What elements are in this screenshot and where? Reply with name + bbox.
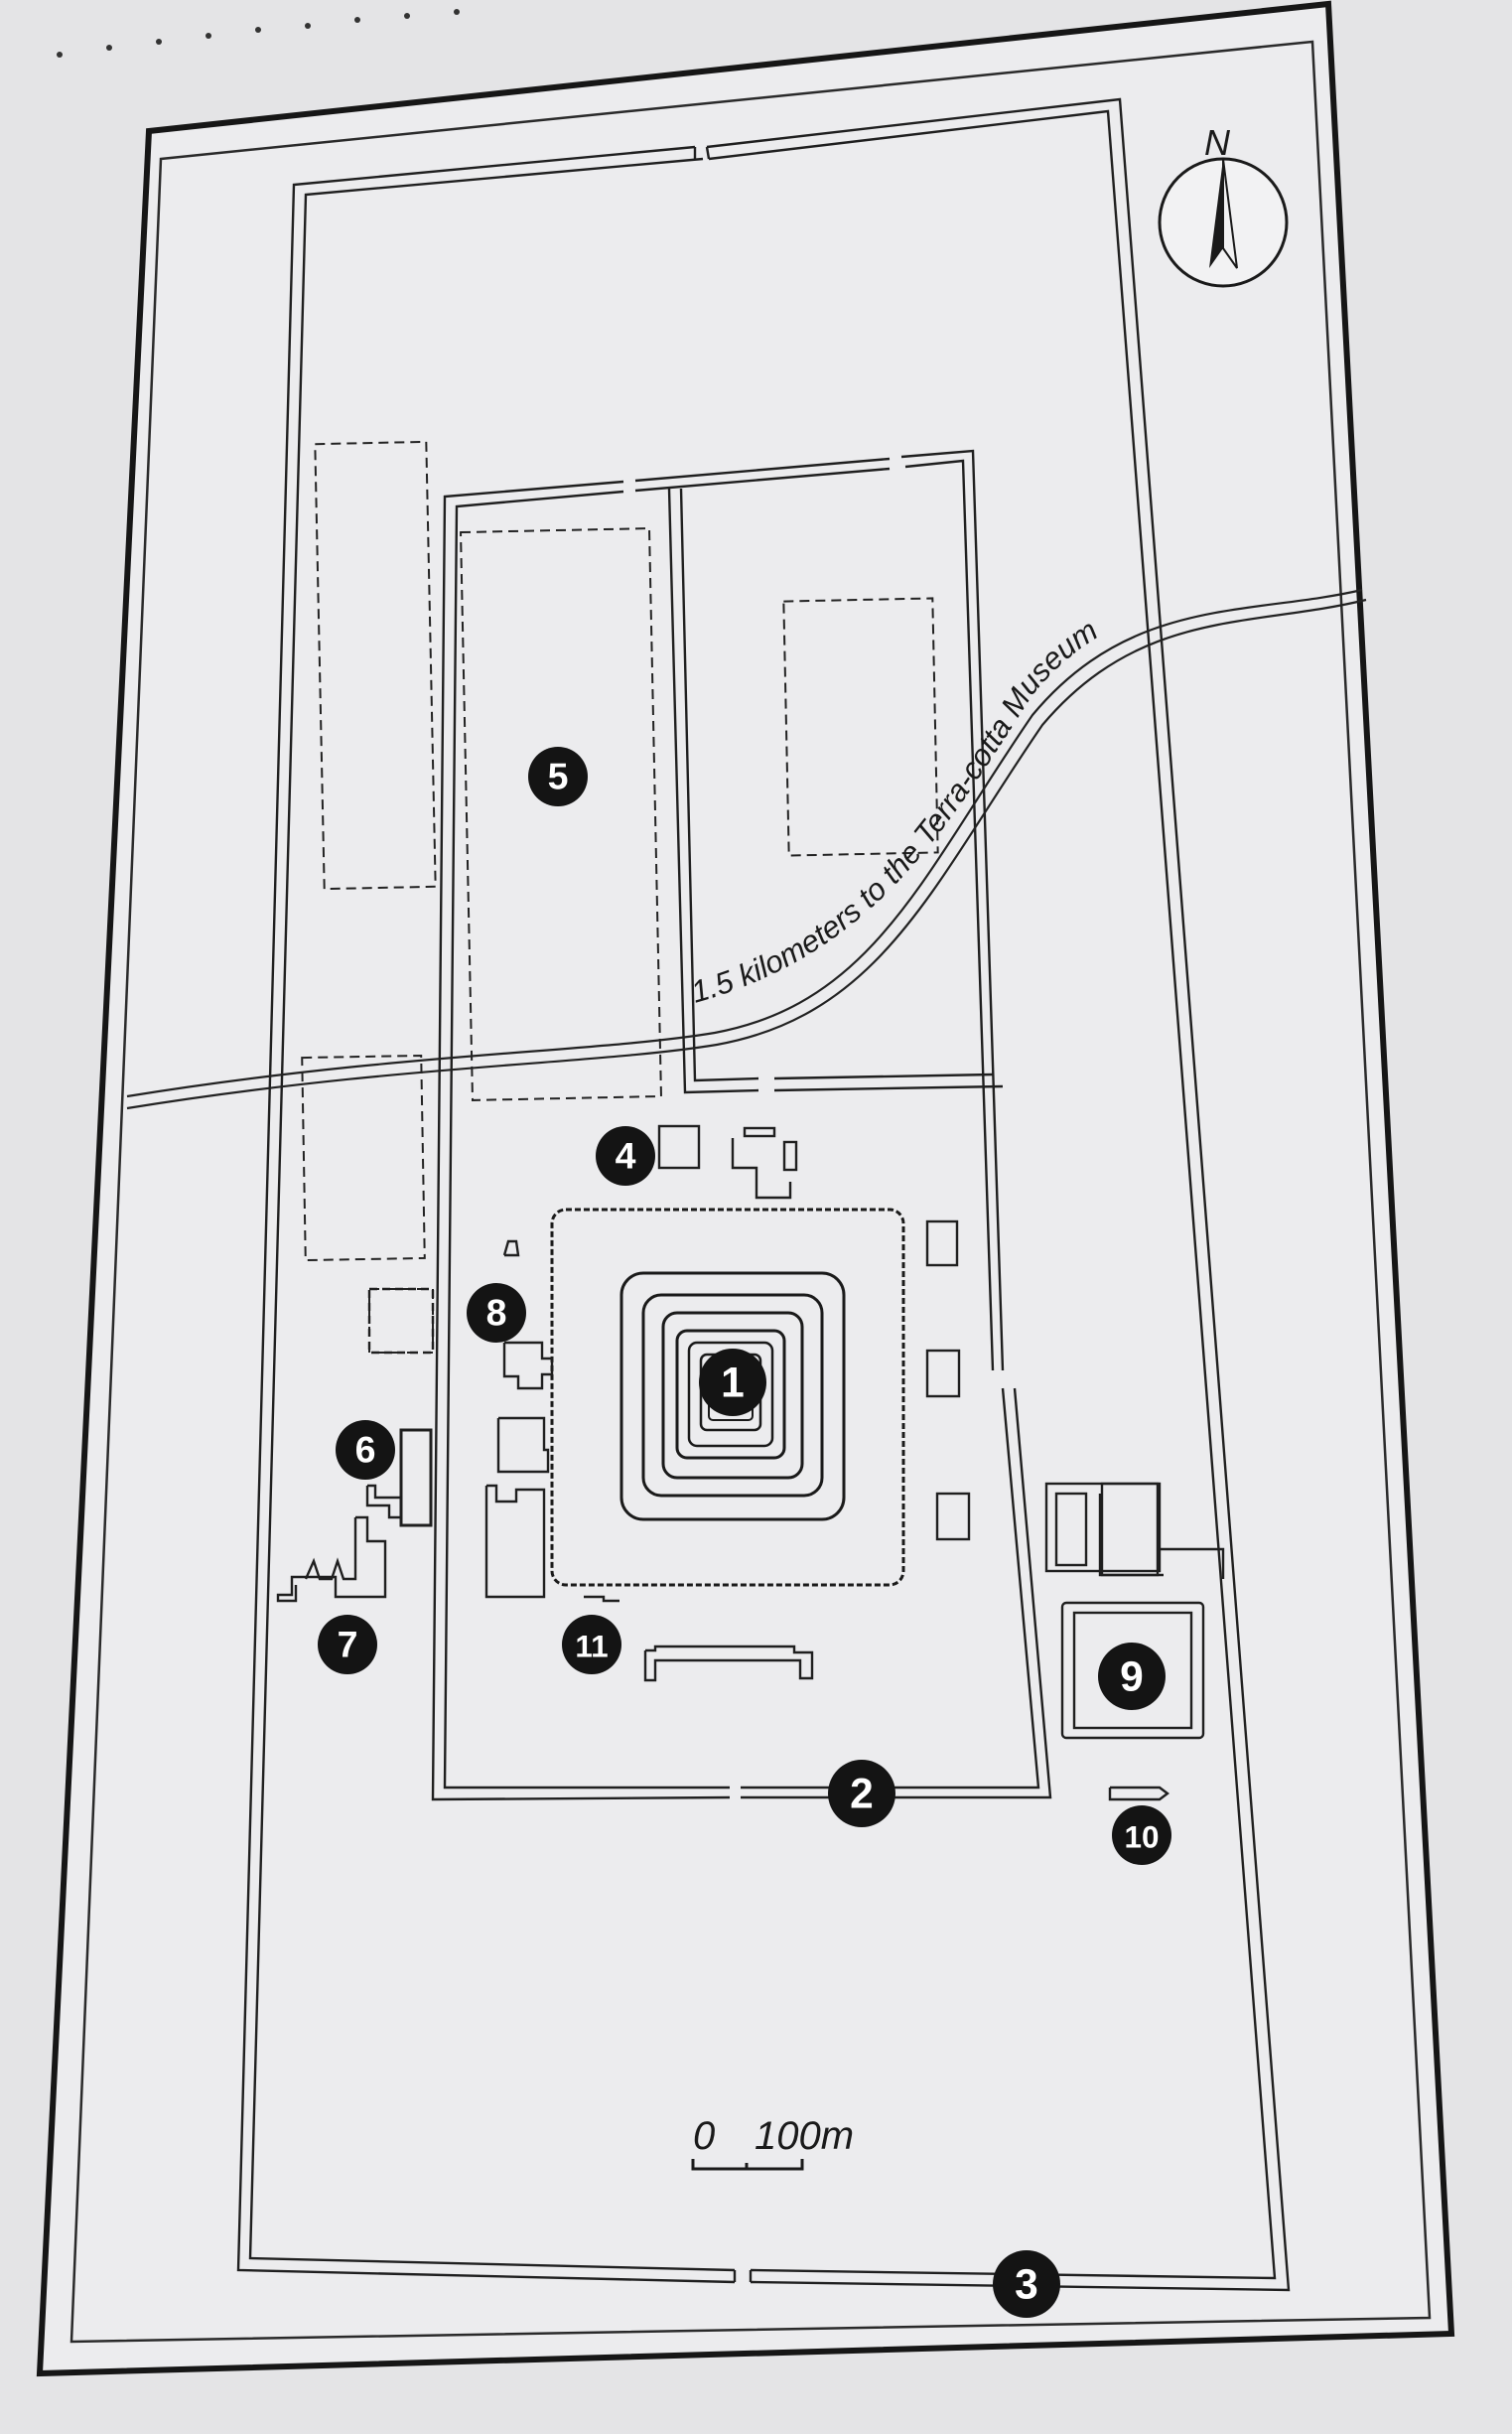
scale-zero: 0 — [693, 2114, 715, 2158]
marker-9: 9 — [1098, 1643, 1166, 1710]
marker-10-label: 10 — [1124, 1819, 1159, 1855]
marker-9-disc — [1098, 1643, 1166, 1710]
marker-7: 7 — [318, 1615, 377, 1674]
scale-length: 100m — [755, 2114, 854, 2158]
marker-6-disc — [336, 1420, 395, 1480]
north-label: N — [1204, 122, 1231, 163]
marker-5-disc — [528, 747, 588, 806]
scale-bar: 0 100m — [691, 2114, 854, 2171]
marker-7-label: 7 — [338, 1624, 358, 1665]
marker-6: 6 — [336, 1420, 395, 1480]
marker-11: 11 — [562, 1615, 621, 1674]
marker-3: 3 — [993, 2250, 1060, 2318]
marker-1-disc — [699, 1349, 766, 1416]
marker-8-disc — [467, 1283, 526, 1343]
marker-10-disc — [1112, 1805, 1171, 1865]
marker-3-disc — [993, 2250, 1060, 2318]
map-inner-border — [69, 40, 1432, 2344]
map-frame — [36, 0, 1455, 2377]
marker-2-disc — [828, 1760, 895, 1827]
marker-6-label: 6 — [355, 1429, 376, 1471]
marker-10: 10 — [1112, 1805, 1171, 1865]
marker-8: 8 — [467, 1283, 526, 1343]
marker-11-label: 11 — [575, 1629, 608, 1664]
burial-mound — [550, 1208, 905, 1587]
marker-4-label: 4 — [616, 1135, 636, 1177]
excavation-pits — [301, 440, 939, 1354]
building-foundations — [276, 1124, 1225, 1801]
road — [126, 588, 1367, 1110]
marker-5: 5 — [528, 747, 588, 806]
site-markers: 1 2 3 4 5 6 7 8 9 10 11 — [318, 747, 1171, 2318]
north-arrow: N — [1158, 122, 1289, 288]
marker-4: 4 — [596, 1126, 655, 1186]
marker-4-disc — [596, 1126, 655, 1186]
marker-1: 1 — [699, 1349, 766, 1416]
marker-9-label: 9 — [1120, 1653, 1144, 1700]
marker-2-label: 2 — [850, 1771, 874, 1817]
marker-1-label: 1 — [721, 1360, 745, 1406]
marker-11-disc — [562, 1615, 621, 1674]
marker-2: 2 — [828, 1760, 895, 1827]
marker-5-label: 5 — [548, 756, 569, 797]
marker-8-label: 8 — [486, 1292, 507, 1334]
marker-3-label: 3 — [1015, 2261, 1038, 2308]
marker-7-disc — [318, 1615, 377, 1674]
decorative-dots — [57, 9, 460, 58]
